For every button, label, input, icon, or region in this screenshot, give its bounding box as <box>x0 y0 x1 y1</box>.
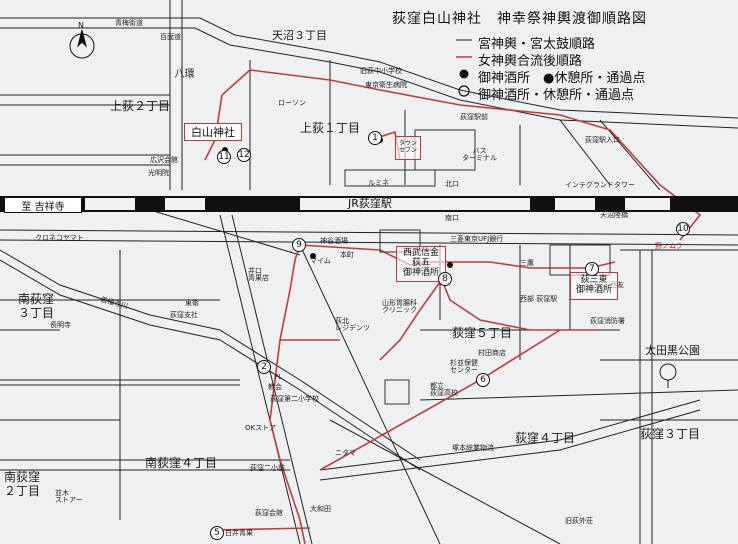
place-tenjo: 天沼陸橋 <box>600 211 628 219</box>
place-hyakumeido: 百面道 <box>160 33 181 41</box>
place-lumine: ルミネ <box>368 179 389 187</box>
place-shirai: 白井青果 <box>225 529 253 537</box>
place-ogi-fire: 荻窪消防署 <box>590 317 625 325</box>
place-ogikubo-chu: 旧荻中小学校 <box>360 67 402 75</box>
sake-station-seibu-shinyo: 西武信金 荻五 御神酒所 <box>396 246 446 282</box>
place-minamiogi-shogakko: 荻窪第二小学校 <box>270 395 319 403</box>
place-regidents: 荻北 レジデンツ <box>335 317 370 332</box>
checkpoint-1: 1 <box>368 131 382 145</box>
compass-n: N <box>78 21 84 30</box>
place-daiwa: 大和田 <box>310 505 331 513</box>
place-namiki: 並木 ストアー <box>55 489 83 504</box>
place-koumyoin: 光明院 <box>148 169 169 177</box>
place-seibu: 西部 荻窪駅 <box>520 295 558 303</box>
place-intergrand: インテグランドタワー <box>565 181 635 189</box>
legend-miya-route: 宮神輿・宮太鼓順路 <box>478 37 596 52</box>
district-kamiogi2: 上荻２丁目 <box>110 99 171 113</box>
place-kyuogikubo: 旧荻外荘 <box>565 517 593 525</box>
district-kamiogi1: 上荻１丁目 <box>300 121 361 135</box>
place-toei: 東衛 <box>185 299 199 307</box>
compass-icon <box>69 29 95 59</box>
legend-onna-route: 女神輿合流後順路 <box>478 54 583 69</box>
place-ok-store: OKストア <box>245 424 277 432</box>
checkpoint-11: 11 <box>217 150 231 164</box>
place-ogi-kaikan: 荻窪会館 <box>255 509 283 517</box>
district-ogikubo3: 荻窪３丁目 <box>640 427 701 441</box>
place-nakanoshiten: 荻窪支社 <box>170 311 198 319</box>
place-yamada-clinic: 山形胃腸科 クリニック <box>382 299 417 314</box>
place-kuroneko: クロネコヤマト <box>35 234 84 242</box>
checkpoint-7: 7 <box>585 262 599 276</box>
place-kitaguchi: 北口 <box>445 180 459 188</box>
checkpoint-12: 12 <box>237 148 251 162</box>
place-kan8: 環 八 <box>172 68 193 78</box>
sake-station-ogisan: 荻三東 御神酒所 <box>570 272 618 300</box>
place-minamiguchi: 南口 <box>445 214 459 222</box>
place-honmachi: 本町 <box>340 251 354 259</box>
place-chouryouji: 長明寺 <box>50 321 71 329</box>
legend-sake-rest: 御神酒所 ●休憩所・通過点 <box>478 71 646 86</box>
place-pl: PL <box>274 373 283 381</box>
legend-sake-rest-open: 御神酒所・休憩所・通過点 <box>478 88 635 103</box>
place-ogikubo-church: 教会 <box>268 383 282 391</box>
district-minamiogi2: 南荻窪 ２丁目 <box>4 470 41 499</box>
map-title: 荻窪白山神社 神幸祭神輿渡御順路図 <box>392 11 647 27</box>
checkpoint-2: 2 <box>257 360 271 374</box>
shrine-name: 白山神社 <box>184 123 242 141</box>
place-lawson: ローソン <box>278 99 306 107</box>
district-minamiogi3: 南荻窪 ３丁目 <box>18 292 55 321</box>
place-mitaka: 三鷹 <box>520 259 534 267</box>
place-ogikubo-ekimae: 荻窪駅前 <box>460 113 488 121</box>
district-ogikubo5: 荻窪５丁目 <box>452 326 513 340</box>
place-bus-terminal: バス ターミナル <box>462 147 497 162</box>
district-minamiogi4: 南荻窪４丁目 <box>145 456 218 470</box>
checkpoint-10: 10 <box>676 222 690 236</box>
place-hiroshi: 広沢会館 <box>150 156 178 164</box>
checkpoint-6: 6 <box>476 373 490 387</box>
kichijoji-direction: 至 吉祥寺 <box>4 197 82 213</box>
checkpoint-5: 5 <box>210 526 224 540</box>
place-aomekaido: 青梅街道 <box>115 19 143 27</box>
place-kitamura: 村田商店 <box>478 349 506 357</box>
place-tokyo-bank: 東京衛生病院 <box>365 81 407 89</box>
district-ogikubo4: 荻窪４丁目 <box>515 431 576 445</box>
place-town-seven: タウン セブン <box>395 136 421 160</box>
checkpoint-8: 8 <box>438 272 452 286</box>
place-nomura: 野ノムラ <box>655 242 683 250</box>
district-amanuma3: 天沼３丁目 <box>272 29 327 42</box>
checkpoint-9: 9 <box>292 238 306 252</box>
place-nitama: ニタマ <box>335 449 356 457</box>
place-ogi2-shou: 荻窪二小前 <box>250 464 285 472</box>
place-ohta: 太田黒公園 <box>645 344 700 357</box>
place-kamiya: 神谷酒場 <box>320 237 348 245</box>
tree-icon <box>659 363 677 388</box>
place-mym: マイム <box>310 257 331 265</box>
place-suginami-center: 杉並保健 センター <box>450 359 478 374</box>
place-ogikubo-ekimae-iriguchi: 荻窪駅入口 <box>585 136 620 144</box>
place-yukai: 塚本総業物流 <box>452 444 494 452</box>
place-suginami-hs: 都立 荻窪高校 <box>430 382 458 397</box>
place-inokashira: 井口 青果店 <box>248 267 269 282</box>
place-mitsubishi: 三菱東京UFJ銀行 <box>450 235 504 243</box>
station-name: JR荻窪駅 <box>348 197 392 210</box>
